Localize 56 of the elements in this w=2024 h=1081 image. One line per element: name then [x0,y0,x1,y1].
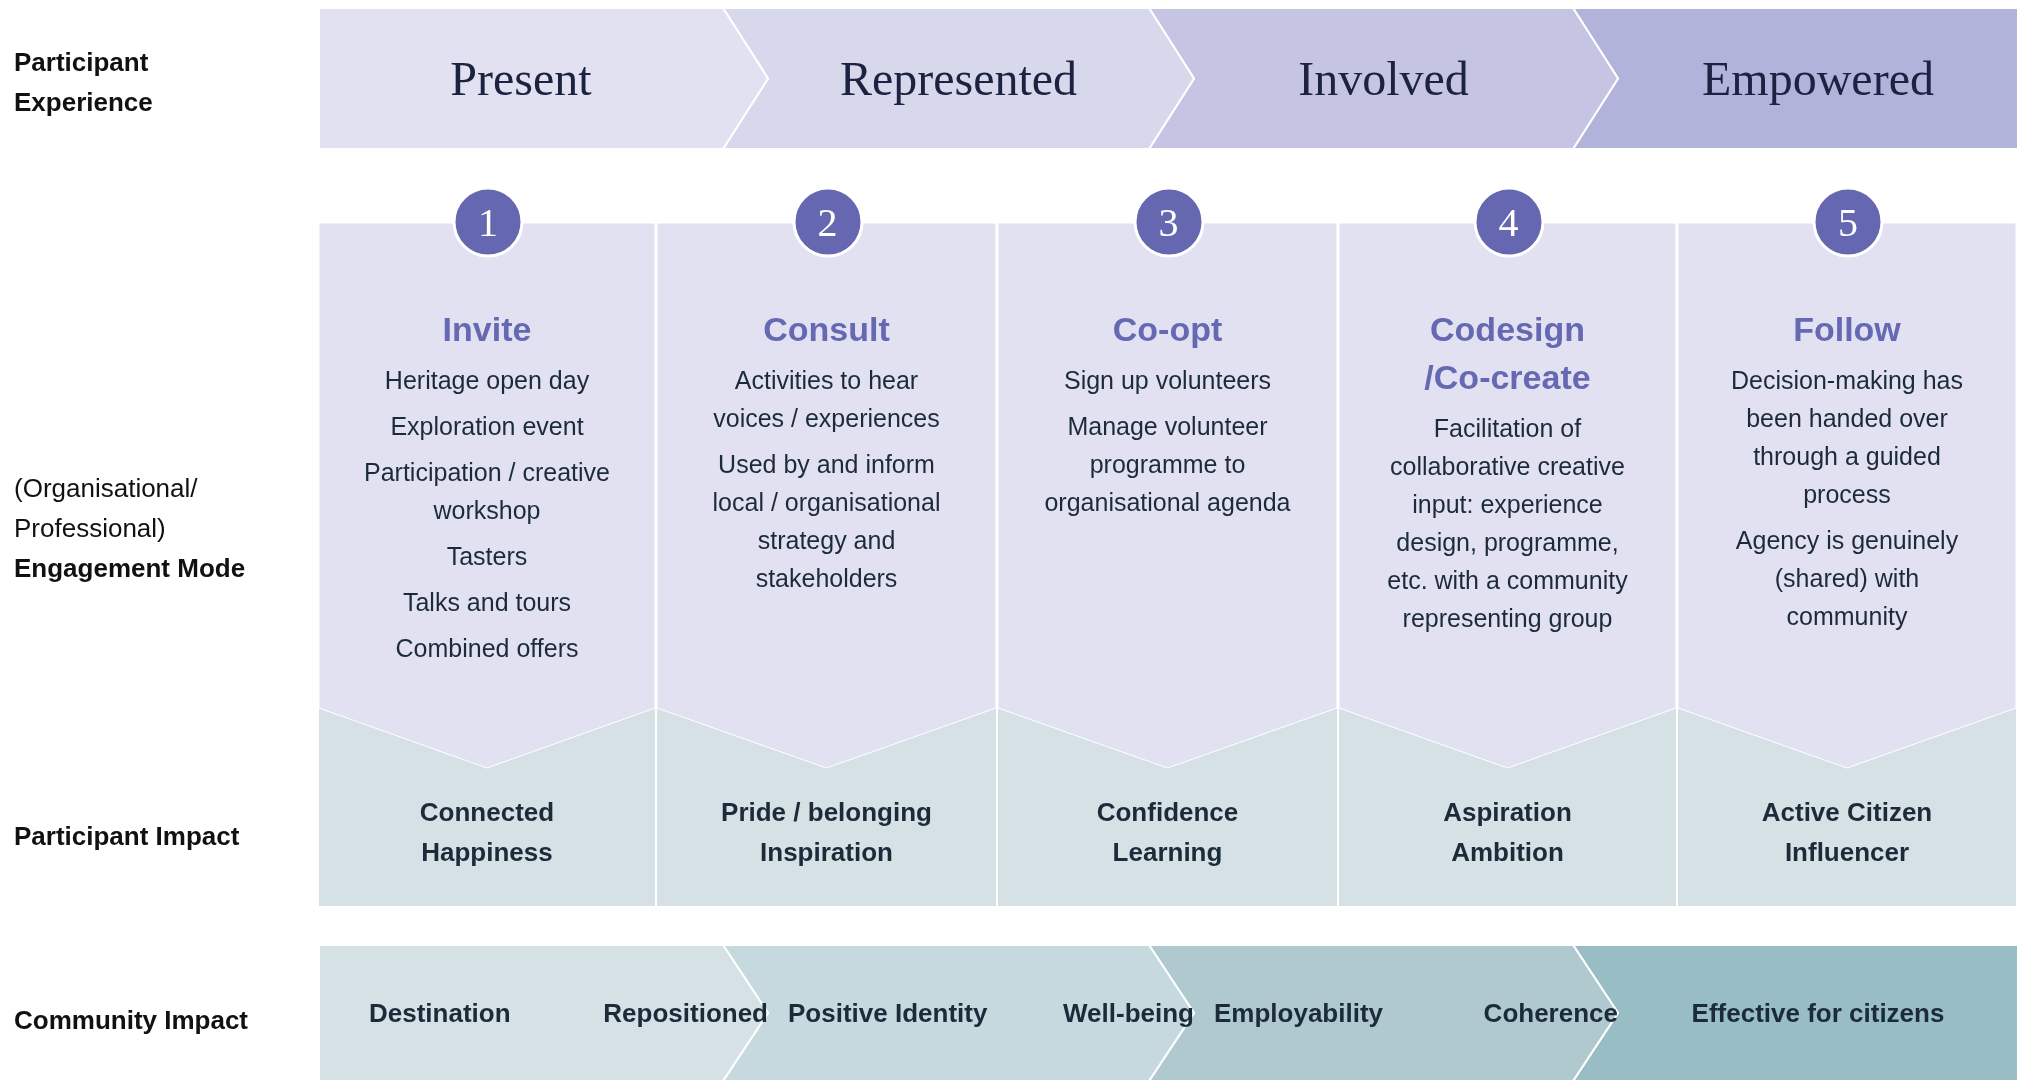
number-circle [1472,186,1545,258]
row-label: Participant Impact [14,820,241,853]
impact-label: Influencer [1784,836,1910,869]
step-number: 4 [1498,198,1519,246]
impact-label: Well-being [1063,997,1194,1029]
mode-description: Exploration event [390,411,584,442]
mode-description: Used by and inform local / organisational strategy and stakeholders [711,449,942,594]
mode-description: Combined offers [395,633,579,664]
number-circle [1812,186,1884,258]
number-circle [452,186,524,258]
stage-label: Represented [839,51,1078,106]
row-label: (Organisational/ Professional) Engagement Mode [14,472,247,585]
impact-label: Ambition [1451,836,1564,869]
number-circle [791,186,864,258]
stage-band [1573,8,2018,149]
mode-description: Activities to hear voices / experiences [712,365,941,434]
step-number: 5 [1838,198,1858,246]
impact-label: Pride / belonging [721,796,932,829]
impact-label: Positive Identity [788,997,988,1029]
mode-description: Talks and tours [402,587,572,618]
mode-heading: Consult [763,309,890,350]
mode-heading: Follow [1793,309,1901,350]
impact-label: Connected [419,796,555,829]
impact-label: Learning [1112,836,1223,869]
mode-description: Participation / creative workshop [363,457,611,526]
mode-description: Heritage open day [384,365,590,396]
stage-band [319,8,768,149]
mode-description: Facilitation of collaborative creative input: experience design, programme, etc. with a community representing group [1386,413,1629,634]
step-number: 3 [1158,198,1179,246]
step-number: 2 [817,198,838,246]
impact-label: Employability [1214,997,1384,1029]
impact-label: Confidence [1096,796,1239,829]
mode-description: Sign up volunteers [1063,365,1272,396]
impact-label: Active Citizen [1761,796,1933,829]
row-label: Participant Experience [14,46,154,119]
impact-label: Inspiration [760,836,893,869]
impact-label: Happiness [421,836,553,869]
community-band [319,945,768,1081]
impact-label: Destination [369,997,511,1029]
mode-description: Agency is genuinely (shared) with community [1734,525,1960,632]
step-number: 1 [478,198,498,246]
impact-label: Aspiration [1443,796,1572,829]
mode-heading: Invite [442,309,532,350]
stage-label: Empowered [1702,51,1934,106]
mode-description: Manage volunteer programme to organisational agenda [1043,411,1292,518]
mode-heading: Co-opt [1112,309,1223,350]
impact-label: Effective for citizens [1691,997,1945,1029]
number-circle [1132,186,1205,258]
mode-description: Tasters [446,541,528,572]
stage-label: Present [450,51,592,106]
impact-label: Coherence [1483,997,1618,1029]
mode-description: Decision-making has been handed over through a guided process [1729,365,1964,510]
row-label: Community Impact [14,1004,250,1037]
impact-label: Repositioned [603,997,768,1029]
stage-label: Involved [1298,51,1469,106]
mode-heading: Codesign /Co-create [1423,309,1592,398]
